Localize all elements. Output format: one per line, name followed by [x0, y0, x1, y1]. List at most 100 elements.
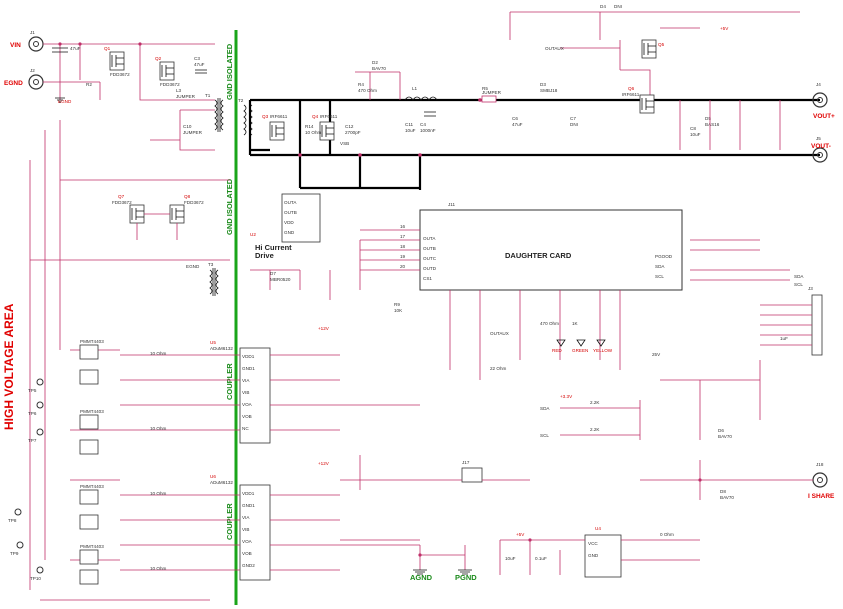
q3-sync-rect: [269, 121, 285, 141]
tp7-point[interactable]: [36, 428, 44, 436]
coupler-2-label: COUPLER: [225, 503, 234, 540]
t3-ref: T3: [208, 262, 214, 267]
r-470: 470 Ohm: [540, 321, 559, 326]
c10-val: JUMPER: [183, 130, 203, 135]
pin-20: 20: [400, 264, 406, 269]
j5-ref: J5: [816, 136, 821, 141]
d6-val: BAV70: [718, 434, 732, 439]
pgnd-label: PGND: [455, 573, 477, 582]
daughter-card-label: DAUGHTER CARD: [505, 251, 572, 260]
r5-ref: R5: [482, 86, 488, 91]
tp9-point[interactable]: [16, 541, 24, 549]
q4-sync-rect: [319, 121, 335, 141]
r5-val: JUMPER: [482, 90, 502, 95]
u2-driver-ic: [281, 193, 321, 243]
pmmt-4-val: PMMT4403: [80, 544, 104, 549]
q1-mosfet: [109, 51, 125, 71]
pmmt-pair-3: [79, 489, 99, 530]
dc-pin-outb: OUTB: [423, 246, 436, 251]
sda-net-bottom: SDA: [540, 406, 550, 411]
tp6-ref: TP6: [28, 411, 37, 416]
q6-mosfet: [639, 94, 655, 114]
q4-ref: Q4: [312, 114, 319, 119]
tp5-point[interactable]: [36, 378, 44, 386]
daughter-card-box: [419, 209, 683, 291]
p3v3-net-1: +3.3V: [560, 394, 573, 399]
p12v-net-2: +12V: [318, 461, 330, 466]
u6-p-via: VIA: [242, 515, 250, 520]
t3-transformer: [209, 268, 219, 296]
u2-pin-outb: OUTB: [284, 210, 297, 215]
u5-p-vib: VIB: [242, 390, 249, 395]
led-green-label: GREEN: [572, 348, 588, 353]
tp7-ref: TP7: [28, 438, 37, 443]
r-ohm-4: 10 Ohm: [150, 566, 167, 571]
l1-inductor: [404, 96, 438, 101]
q2-mosfet: [159, 61, 175, 81]
q8-ref: Q8: [184, 194, 191, 199]
r14-val: 10 Ohm: [305, 130, 322, 135]
pmmt-2-val: PMMT4403: [80, 409, 104, 414]
r-1k: 1K: [572, 321, 579, 326]
u6-val: ADuM6132: [210, 480, 233, 485]
u6-p-gnd2: GND2: [242, 563, 255, 568]
c-bot-1: 10uF: [505, 556, 516, 561]
t2-ref: T2: [238, 98, 244, 103]
ishare-connector[interactable]: [812, 472, 828, 488]
r-0ohm-bot: 0 Ohm: [660, 532, 674, 537]
vout-plus-label: VOUT+: [813, 113, 835, 120]
d7-val: MBR0520: [270, 277, 291, 282]
t1-transformer: [214, 98, 224, 132]
c4-val: 1000nF: [420, 128, 436, 133]
tp6-point[interactable]: [36, 401, 44, 409]
dc-pin-scl: SCL: [655, 274, 664, 279]
dc-pin-cs1: CS1: [423, 276, 432, 281]
c3-ref: C3: [194, 56, 200, 61]
d4-val: DNI: [614, 4, 622, 9]
u4-regulator-ic: [584, 534, 622, 578]
tp10-ref: TP10: [30, 576, 41, 581]
r5-resistor: [481, 95, 497, 103]
p12v-net: +12V: [318, 326, 330, 331]
dc-pin-outc: OUTC: [423, 256, 437, 261]
tp8-point[interactable]: [14, 508, 22, 516]
d5-val: BAS16: [705, 122, 720, 127]
pmmt-3-val: PMMT4403: [80, 484, 104, 489]
vout-plus-connector[interactable]: [812, 92, 828, 108]
c4-ref: C4: [420, 122, 426, 127]
u6-ref: U6: [210, 474, 216, 479]
u5-p-via: VIA: [242, 378, 250, 383]
vout-minus-connector[interactable]: [812, 147, 828, 163]
u6-p-gnd1: GND1: [242, 503, 255, 508]
c8-val: 10uF: [690, 132, 701, 137]
vin-connector[interactable]: [28, 36, 44, 52]
c-input-val: 47uF: [70, 46, 81, 51]
j3-header[interactable]: [811, 294, 823, 356]
u5-p-voa: VOA: [242, 402, 253, 407]
tp9-ref: TP9: [10, 551, 19, 556]
ishare-label: I SHARE: [808, 493, 835, 500]
dc-pin-outa: OUTA: [423, 236, 436, 241]
j11-ref: J11: [448, 202, 456, 207]
j17-jumper[interactable]: [461, 467, 483, 483]
tp10-point[interactable]: [36, 566, 44, 574]
q3-val: IRF6611: [270, 114, 288, 119]
u5-p-nc: NC: [242, 426, 249, 431]
egnd-connector[interactable]: [28, 74, 44, 90]
pmmt-pair-2: [79, 414, 99, 455]
sda-net-right: SDA: [794, 274, 804, 279]
r14-ref: R14: [305, 124, 314, 129]
j4-ref: J4: [816, 82, 821, 87]
p5v-net-1: +5V: [720, 26, 729, 31]
q5-ref: Q5: [658, 42, 665, 47]
u5-p-vob: VOB: [242, 414, 252, 419]
d2-val: BAV70: [372, 66, 386, 71]
dc-pin-pgood: PGOOD: [655, 254, 673, 259]
scl-net-bottom: SCL: [540, 433, 549, 438]
j18-ref: J18: [816, 462, 824, 467]
dc-pin-outd: OUTD: [423, 266, 437, 271]
c7-val: DNI: [570, 122, 578, 127]
conn-right-cap: 1uF: [780, 336, 788, 341]
egnd-port-label: EGND: [4, 80, 23, 87]
q2-val: FDD3672: [160, 82, 180, 87]
